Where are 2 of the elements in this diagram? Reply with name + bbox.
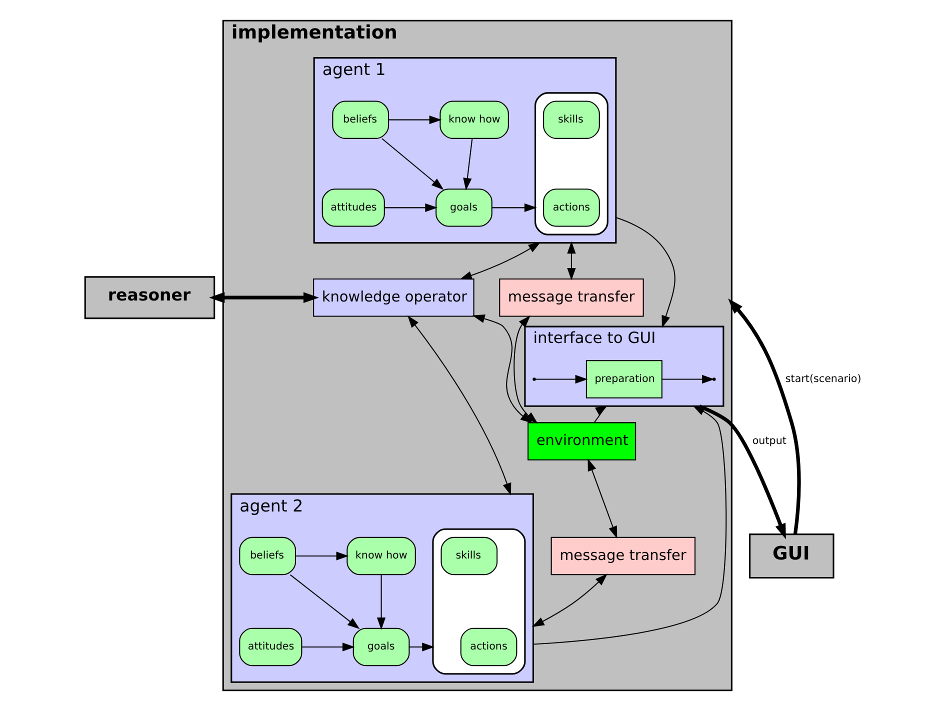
edge-label: start(scenario) xyxy=(784,372,861,385)
edge-label: output xyxy=(752,434,786,447)
